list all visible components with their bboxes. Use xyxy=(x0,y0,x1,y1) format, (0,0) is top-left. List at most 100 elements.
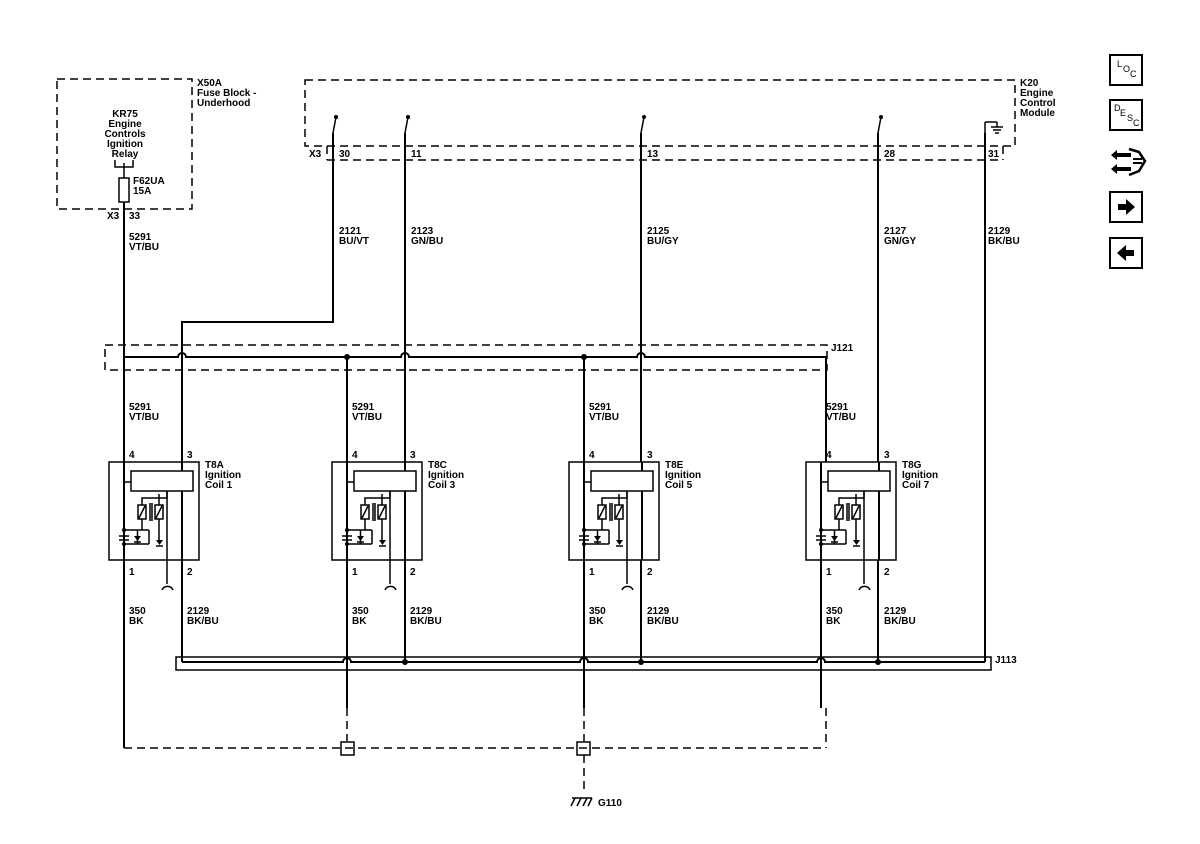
coil-pin-1: 1 xyxy=(826,567,832,578)
splice-bar-j113 xyxy=(175,656,992,671)
wire-2123-circuit: 2123 xyxy=(411,226,434,237)
connector-end-view-icon xyxy=(1111,147,1147,177)
coil-driver-block xyxy=(827,470,891,492)
coil-feed-circuit: 5291 xyxy=(352,402,375,413)
coil-ground-color: BK xyxy=(352,616,367,627)
ecm-name-3: Module xyxy=(1020,108,1055,119)
coil-ground-circuit: 350 xyxy=(352,606,369,617)
coil-name-2: Coil 3 xyxy=(428,480,456,491)
coil-name-2: Coil 5 xyxy=(665,480,693,491)
splice-pack-j121 xyxy=(104,344,828,371)
wire-2121-circuit: 2121 xyxy=(339,226,362,237)
feed-circuit: 5291 xyxy=(129,232,152,243)
coil-feed-circuit: 5291 xyxy=(589,402,612,413)
next-page-arrow-icon xyxy=(1118,199,1135,215)
fuse-symbol xyxy=(118,177,130,203)
ecm-ground-symbol xyxy=(984,121,1003,134)
coil-ref: T8G xyxy=(902,460,922,471)
location-button[interactable]: L O C xyxy=(1109,54,1143,86)
ground-dashed-paths xyxy=(123,708,827,790)
coil-name-1: Ignition xyxy=(205,470,241,481)
spark-plug-output-icon xyxy=(621,560,634,591)
coil-return-circuit: 2129 xyxy=(410,606,433,617)
wire-2121-color: BU/VT xyxy=(339,236,369,247)
spark-plug-output-icon xyxy=(384,560,397,591)
ecm-name-1: Engine xyxy=(1020,88,1054,99)
coil-name-1: Ignition xyxy=(428,470,464,481)
svg-text:C: C xyxy=(1130,69,1137,79)
ecm-pin-28: 28 xyxy=(884,149,896,160)
coil-pin-2: 2 xyxy=(884,567,890,578)
coil-name-1: Ignition xyxy=(665,470,701,481)
coil-pin-3: 3 xyxy=(647,450,653,461)
coil-pin-3: 3 xyxy=(187,450,193,461)
coil-driver-block xyxy=(130,470,194,492)
wire-2129-color: BK/BU xyxy=(988,236,1020,247)
wire-2125-circuit: 2125 xyxy=(647,226,670,237)
coil-feed-circuit: 5291 xyxy=(129,402,152,413)
ground-connector-2 xyxy=(576,741,591,756)
ecm-name-2: Control xyxy=(1020,98,1056,109)
coil-pin-3: 3 xyxy=(884,450,890,461)
next-page-button[interactable] xyxy=(1109,191,1143,223)
coil-return-color: BK/BU xyxy=(187,616,219,627)
svg-text:E: E xyxy=(1120,108,1126,118)
svg-text:L: L xyxy=(1117,59,1122,69)
ecm-ref: K20 xyxy=(1020,78,1039,89)
ecm-boundary xyxy=(304,79,1016,147)
coil-return-color: BK/BU xyxy=(884,616,916,627)
spark-plug-output-icon xyxy=(858,560,871,591)
ecm-pin-11: 11 xyxy=(411,149,422,160)
ecm-switch-11 xyxy=(404,115,410,134)
coil-pin-4: 4 xyxy=(589,450,595,461)
coil-ground-color: BK xyxy=(129,616,144,627)
desc-icon: D E S C xyxy=(1114,103,1140,128)
coil-pin-1: 1 xyxy=(129,567,135,578)
splice-j121-label: J121 xyxy=(831,343,854,354)
coil-ground-color: BK xyxy=(589,616,604,627)
relay-contact-symbol xyxy=(114,160,134,178)
coil-return-circuit: 2129 xyxy=(647,606,670,617)
ecm-pin-30: 30 xyxy=(339,149,351,160)
coil-feed-color: VT/BU xyxy=(826,412,856,423)
previous-page-arrow-icon xyxy=(1117,245,1134,261)
coil-pin-1: 1 xyxy=(352,567,358,578)
coil-feed-color: VT/BU xyxy=(589,412,619,423)
coil-body xyxy=(568,461,660,561)
ecm-switch-30 xyxy=(332,115,338,134)
splice-j113-label: J113 xyxy=(995,655,1017,666)
coil-pin-2: 2 xyxy=(187,567,193,578)
coil-body xyxy=(331,461,423,561)
wire-2127-color: GN/GY xyxy=(884,236,917,247)
coil-body xyxy=(108,461,200,561)
previous-page-button[interactable] xyxy=(1109,237,1143,269)
connector-end-view-button[interactable] xyxy=(1109,143,1147,181)
ecm-connector-label: X3 xyxy=(309,149,322,160)
ecm-pin-31: 31 xyxy=(988,149,1000,160)
fuse-pin-label: 33 xyxy=(129,211,141,222)
relay-name-5: Relay xyxy=(112,149,139,160)
fuse-block-name-2: Underhood xyxy=(197,98,250,109)
fuse-block-name-1: Fuse Block - xyxy=(197,88,256,99)
coil-return-color: BK/BU xyxy=(647,616,679,627)
svg-text:O: O xyxy=(1123,64,1130,74)
coil-pin-4: 4 xyxy=(129,450,135,461)
relay-name-2: Engine xyxy=(108,119,142,130)
coil-return-circuit: 2129 xyxy=(884,606,907,617)
svg-text:C: C xyxy=(1133,118,1140,128)
fuse-block-ref: X50A xyxy=(197,78,222,89)
coil-feed-color: VT/BU xyxy=(129,412,159,423)
fuse-connector-label: X3 xyxy=(107,211,120,222)
wire-2125-color: BU/GY xyxy=(647,236,679,247)
coil-pin-3: 3 xyxy=(410,450,416,461)
coil-ground-circuit: 350 xyxy=(589,606,606,617)
wire-2127-circuit: 2127 xyxy=(884,226,907,237)
coil-feed-color: VT/BU xyxy=(352,412,382,423)
ecm-pin-13: 13 xyxy=(647,149,659,160)
description-button[interactable]: D E S C xyxy=(1109,99,1143,131)
spark-plug-output-icon xyxy=(161,560,174,591)
